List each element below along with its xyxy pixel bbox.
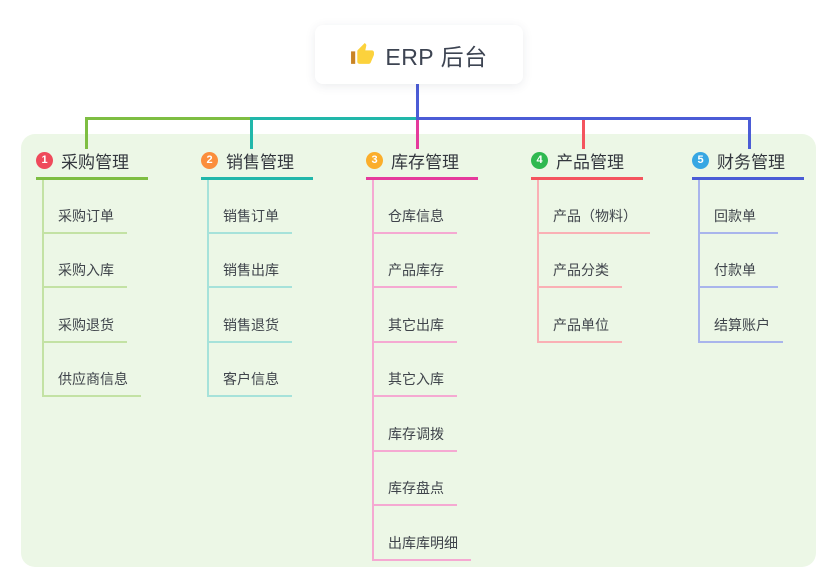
child-node: 产品分类	[537, 234, 697, 288]
branch-node-2[interactable]: 2 销售管理	[201, 149, 313, 180]
branch-title-1: 采购管理	[61, 153, 129, 172]
branch-drop-line-5	[748, 120, 751, 149]
branch-children-4: 产品（物料） 产品分类产品单位	[537, 179, 697, 343]
child-node-label[interactable]: 库存调拨	[372, 424, 457, 452]
root-node[interactable]: ERP 后台	[315, 25, 523, 84]
branch-children-5: 回款单付款单结算账户	[698, 179, 839, 343]
child-node-label[interactable]: 回款单	[698, 206, 778, 234]
child-node: 销售订单	[207, 179, 367, 234]
child-node-label[interactable]: 采购订单	[42, 206, 127, 234]
child-node: 其它入库	[372, 343, 532, 397]
child-node: 出库库明细	[372, 506, 532, 561]
branch-node-3[interactable]: 3 库存管理	[366, 149, 478, 180]
child-node: 结算账户	[698, 288, 839, 343]
branch-spine-4	[537, 179, 539, 342]
branch-badge-1: 1	[36, 152, 53, 169]
child-node-label[interactable]: 客户信息	[207, 369, 292, 397]
branch-drop-line-3	[416, 120, 419, 149]
bus-segment-1	[85, 117, 250, 120]
branch-node-5[interactable]: 5 财务管理	[692, 149, 804, 180]
branch-badge-4: 4	[531, 152, 548, 169]
child-node: 产品库存	[372, 234, 532, 288]
thumbs-up-icon	[351, 43, 375, 64]
branch-title-3: 库存管理	[391, 153, 459, 172]
child-node: 销售出库	[207, 234, 367, 288]
child-node: 仓库信息	[372, 179, 532, 234]
child-node-label[interactable]: 产品单位	[537, 315, 622, 343]
branch-spine-5	[698, 179, 700, 342]
bus-segment-2	[250, 117, 416, 120]
bus-segment-3	[416, 117, 751, 120]
branch-children-3: 仓库信息产品库存其它出库其它入库库存调拨库存盘点出库库明细	[372, 179, 532, 561]
child-node: 库存盘点	[372, 452, 532, 506]
child-node-label[interactable]: 销售订单	[207, 206, 292, 234]
child-node: 回款单	[698, 179, 839, 234]
branch-node-1[interactable]: 1 采购管理	[36, 149, 148, 180]
child-node-label[interactable]: 其它入库	[372, 369, 457, 397]
branch-title-2: 销售管理	[226, 153, 294, 172]
child-node-label[interactable]: 采购入库	[42, 260, 127, 288]
branch-children-2: 销售订单销售出库销售退货客户信息	[207, 179, 367, 397]
child-node: 付款单	[698, 234, 839, 288]
child-node-label[interactable]: 采购退货	[42, 315, 127, 343]
child-node: 客户信息	[207, 343, 367, 397]
branch-title-5: 财务管理	[717, 153, 785, 172]
branch-drop-line-4	[582, 120, 585, 149]
branch-title-4: 产品管理	[556, 153, 624, 172]
child-node: 采购退货	[42, 288, 202, 343]
child-node-label[interactable]: 库存盘点	[372, 478, 457, 506]
child-node-label[interactable]: 产品库存	[372, 260, 457, 288]
branch-drop-line-2	[250, 120, 253, 149]
child-node: 采购订单	[42, 179, 202, 234]
branch-node-4[interactable]: 4 产品管理	[531, 149, 643, 180]
child-node-label[interactable]: 出库库明细	[372, 533, 471, 561]
child-node-label[interactable]: 供应商信息	[42, 369, 141, 397]
branch-badge-2: 2	[201, 152, 218, 169]
root-connector-line	[416, 84, 419, 117]
child-node-label[interactable]: 结算账户	[698, 315, 783, 343]
child-node: 产品（物料）	[537, 179, 697, 234]
child-node-label[interactable]: 仓库信息	[372, 206, 457, 234]
branch-badge-5: 5	[692, 152, 709, 169]
branch-drop-line-1	[85, 120, 88, 149]
branch-badge-3: 3	[366, 152, 383, 169]
root-node-label: ERP 后台	[385, 43, 488, 70]
child-node-label[interactable]: 产品分类	[537, 260, 622, 288]
child-node-label[interactable]: 其它出库	[372, 315, 457, 343]
child-node: 供应商信息	[42, 343, 202, 397]
branches-panel	[21, 134, 816, 567]
child-node: 库存调拨	[372, 397, 532, 452]
child-node-label[interactable]: 销售出库	[207, 260, 292, 288]
child-node-label[interactable]: 付款单	[698, 260, 778, 288]
child-node: 采购入库	[42, 234, 202, 288]
child-node: 销售退货	[207, 288, 367, 343]
child-node-label[interactable]: 销售退货	[207, 315, 292, 343]
branch-spine-3	[372, 179, 374, 560]
child-node-label[interactable]: 产品（物料）	[537, 206, 650, 234]
branch-children-1: 采购订单采购入库采购退货供应商信息	[42, 179, 202, 397]
child-node: 产品单位	[537, 288, 697, 343]
child-node: 其它出库	[372, 288, 532, 343]
